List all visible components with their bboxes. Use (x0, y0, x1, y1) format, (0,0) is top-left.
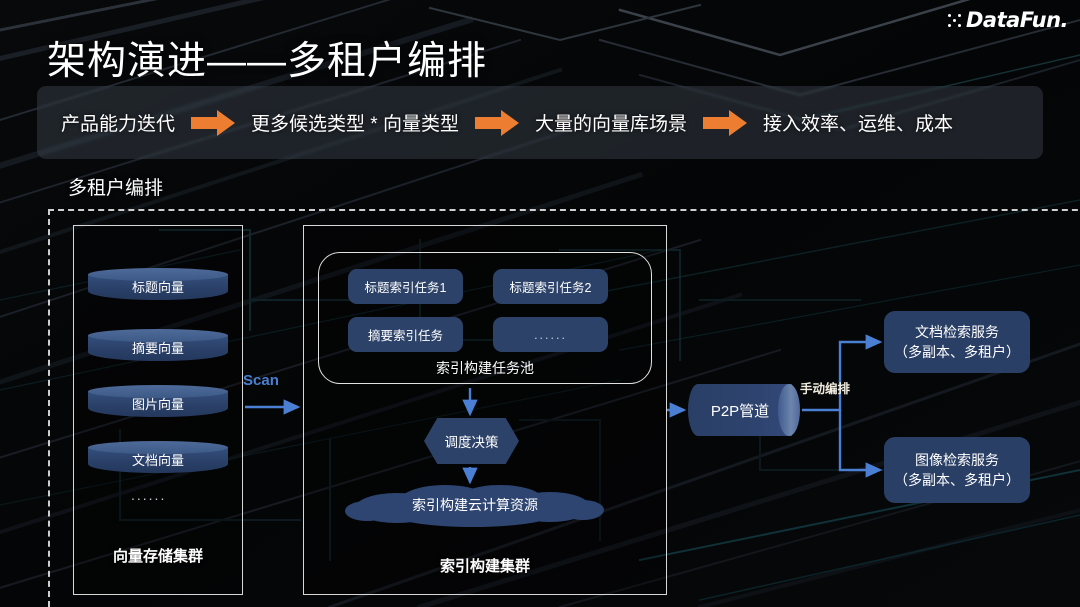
index-build-cluster-caption: 索引构建集群 (439, 558, 530, 575)
flow-step-1: 产品能力迭代 (61, 114, 176, 135)
flow-step-3: 大量的向量库场景 (534, 114, 687, 135)
cloud-shape-icon (345, 485, 604, 527)
task-title-index-2[interactable]: 标题索引任务2 (493, 269, 608, 304)
index-task-pool-label: 索引构建任务池 (436, 360, 534, 376)
vector-cylinder-label: 摘要向量 (131, 341, 184, 356)
vector-cylinder-abstract: 摘要向量 (88, 329, 228, 365)
task-abstract-index[interactable]: 摘要索引任务 (348, 317, 463, 352)
flow-step-2: 更多候选类型 * 向量类型 (251, 114, 459, 135)
manual-orchestration-label: 手动编排 (800, 382, 851, 396)
logo-text: DataFun. (965, 8, 1069, 32)
logo-dots-icon (947, 13, 961, 27)
vector-cylinder-label: 文档向量 (131, 453, 184, 468)
index-task-pool-container (318, 252, 652, 384)
vector-storage-cluster-caption: 向量存储集群 (112, 548, 203, 565)
vector-cylinder-document: 文档向量 (88, 441, 228, 477)
diagram-outer-boundary (48, 209, 1080, 607)
document-search-service-node[interactable]: 文档检索服务 （多副本、多租户） (884, 311, 1030, 373)
scheduling-decision-node[interactable]: 调度决策 (424, 418, 519, 464)
vector-cylinder-image: 图片向量 (88, 385, 228, 421)
arrow-right-icon (191, 109, 236, 136)
arrow-right-icon (474, 109, 519, 136)
page-title: 架构演进——多租户编排 (47, 40, 488, 83)
datafun-logo: DataFun. (947, 8, 1069, 32)
image-search-service-node[interactable]: 图像检索服务 （多副本、多租户） (884, 437, 1030, 503)
scan-label: Scan (243, 372, 279, 389)
arrow-right-icon (702, 109, 747, 136)
flow-step-4: 接入效率、运维、成本 (762, 114, 953, 135)
scheduling-decision-label: 调度决策 (444, 435, 499, 450)
evolution-flow-banner: 产品能力迭代 更多候选类型 * 向量类型 大量的向量库场景 接入效率、运维、成本 (37, 86, 1043, 159)
document-search-service-line2: （多副本、多租户） (894, 344, 1020, 360)
vector-cylinder-label: 标题向量 (131, 280, 184, 295)
document-search-service-line1: 文档检索服务 (915, 323, 999, 340)
vector-cylinder-title: 标题向量 (88, 268, 228, 304)
p2p-pipeline-label: P2P管道 (710, 402, 770, 420)
vector-ellipsis: ...... (131, 487, 167, 503)
section-subtitle: 多租户编排 (68, 178, 164, 199)
task-title-index-1[interactable]: 标题索引任务1 (348, 269, 463, 304)
vector-cylinder-label: 图片向量 (131, 397, 184, 412)
cloud-compute-resource-label: 索引构建云计算资源 (412, 497, 538, 513)
image-search-service-line2: （多副本、多租户） (894, 472, 1020, 488)
task-ellipsis[interactable]: ...... (493, 317, 608, 352)
p2p-pipeline-node[interactable]: P2P管道 (688, 384, 800, 436)
image-search-service-line1: 图像检索服务 (915, 451, 999, 468)
cloud-compute-resource-node[interactable]: 索引构建云计算资源 (345, 482, 605, 528)
